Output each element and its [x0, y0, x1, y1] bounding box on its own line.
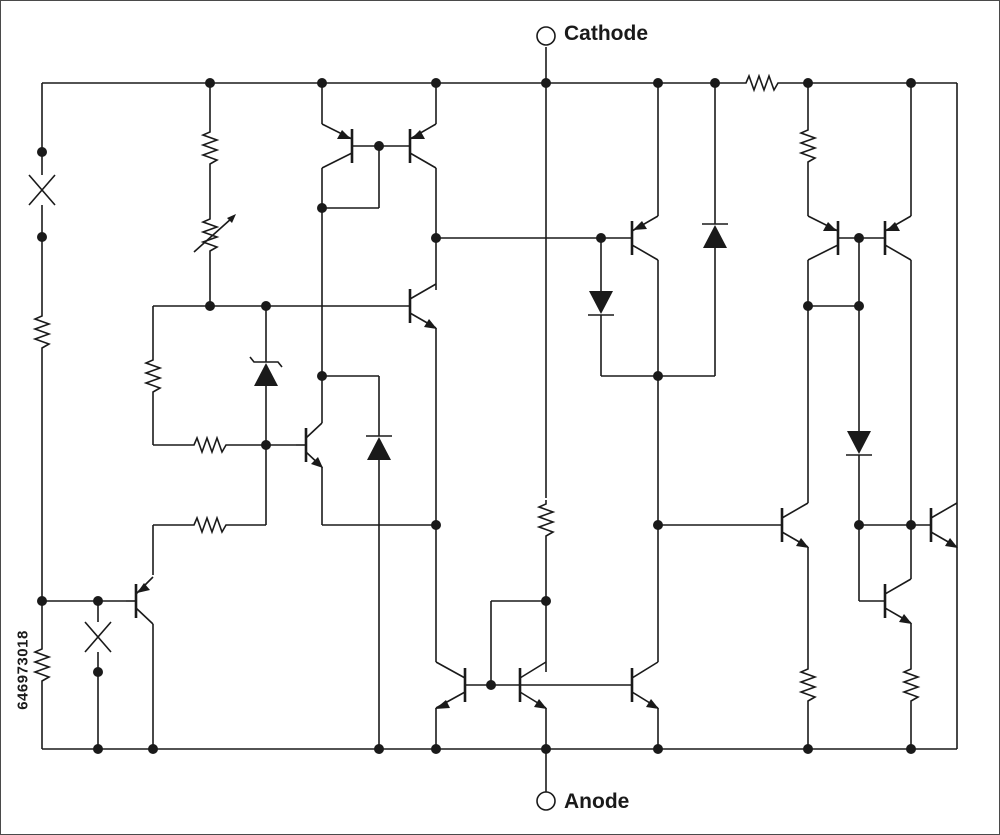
resistor-911-low [903, 664, 919, 706]
pnp-rc-arrow [633, 221, 647, 230]
npn-mid-collector [409, 283, 437, 300]
pnp-rc-collector [631, 244, 659, 261]
variable-resistor [202, 214, 218, 256]
pnp-tl2-collector [409, 152, 437, 169]
npn-bm3-collector [631, 661, 659, 679]
variable-resistor-arrowhead [227, 214, 236, 223]
pnp-rr1-arrow [823, 222, 837, 231]
junction-dots [37, 78, 916, 754]
pnp-bl-arrow [137, 583, 150, 593]
npn-transistor-mid-left [294, 421, 325, 470]
diode-379 [365, 435, 393, 461]
npn-bm1-collector [435, 661, 466, 679]
pnp-tl1-collector [321, 152, 353, 169]
resistor-left-lower [34, 644, 50, 686]
npn-r1-collector [781, 502, 809, 519]
anode-label: Anode [564, 790, 630, 813]
resistor-h-525 [189, 517, 231, 533]
pnp-bl-collector [135, 607, 154, 625]
npn-r2-arrow [945, 538, 958, 548]
stock-id-text: 646973018 [14, 630, 32, 710]
npn-mid-arrow [424, 319, 437, 329]
diode-715 [701, 223, 729, 249]
variable-resistor-arrow [193, 217, 233, 253]
resistor-left-upper [34, 311, 50, 353]
npn-bm1-arrow [435, 700, 450, 709]
pnp-tl1-arrow [337, 130, 351, 139]
npn-bm2-arrow [534, 699, 547, 709]
resistor-808 [800, 125, 816, 167]
npn-r3-arrow [899, 614, 912, 624]
resistor-h-445 [189, 437, 231, 453]
npn-r1-arrow [796, 538, 809, 548]
cathode-terminal [536, 26, 556, 46]
resistor-210-upper [202, 127, 218, 169]
resistor-546 [538, 499, 554, 541]
resistor-808-low [800, 664, 816, 706]
npn-r3-collector [884, 578, 912, 595]
npn-bm3-arrow [646, 699, 659, 709]
diode-601 [587, 290, 615, 316]
zener-diode [249, 356, 283, 387]
fuse-link-top [28, 174, 56, 206]
pnp-rr1-collector [807, 244, 839, 261]
npn-r2-collector [930, 502, 958, 519]
cathode-label: Cathode [564, 22, 648, 45]
diode-859 [845, 430, 873, 456]
resistor-153 [145, 355, 161, 397]
stock-id-watermark: 646973018 [10, 600, 36, 740]
pnp-tl2-arrow [411, 130, 425, 139]
anode-terminal [536, 791, 556, 811]
fuse-link-bottom [84, 621, 112, 653]
resistor-top [741, 75, 783, 91]
pnp-rr2-collector [884, 244, 912, 261]
pnp-rr2-arrow [886, 222, 900, 231]
npn-bm2-collector [519, 661, 547, 679]
